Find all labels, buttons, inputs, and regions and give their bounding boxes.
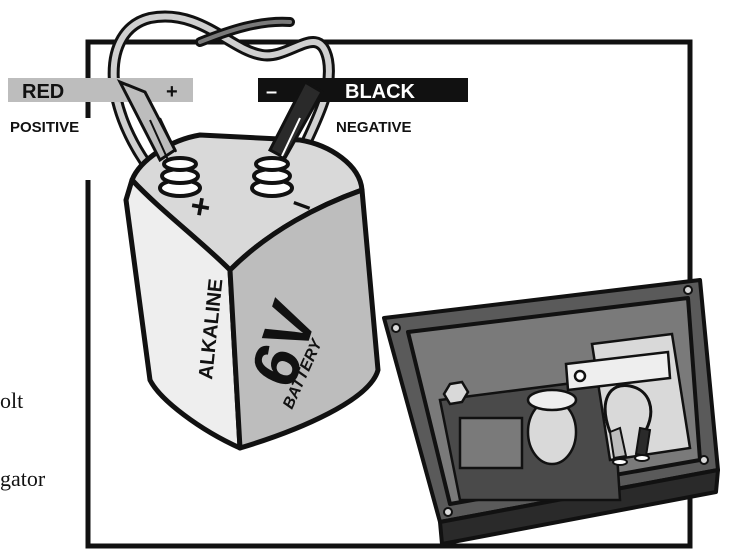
red-plus-text: + xyxy=(166,81,178,103)
red-text: RED xyxy=(22,81,64,103)
module-hole xyxy=(575,371,585,381)
black-minus-text: – xyxy=(266,81,277,103)
negative-text: NEGATIVE xyxy=(336,119,412,136)
text-fragment-2: gator xyxy=(0,466,45,492)
battery-negative-terminal xyxy=(252,158,292,196)
pcb-chip xyxy=(460,418,522,468)
capacitor-top xyxy=(528,390,576,410)
text-fragment-1: olt xyxy=(0,388,23,414)
black-text: BLACK xyxy=(345,81,416,103)
positive-text: POSITIVE xyxy=(10,119,79,136)
circuit-board xyxy=(440,378,620,500)
